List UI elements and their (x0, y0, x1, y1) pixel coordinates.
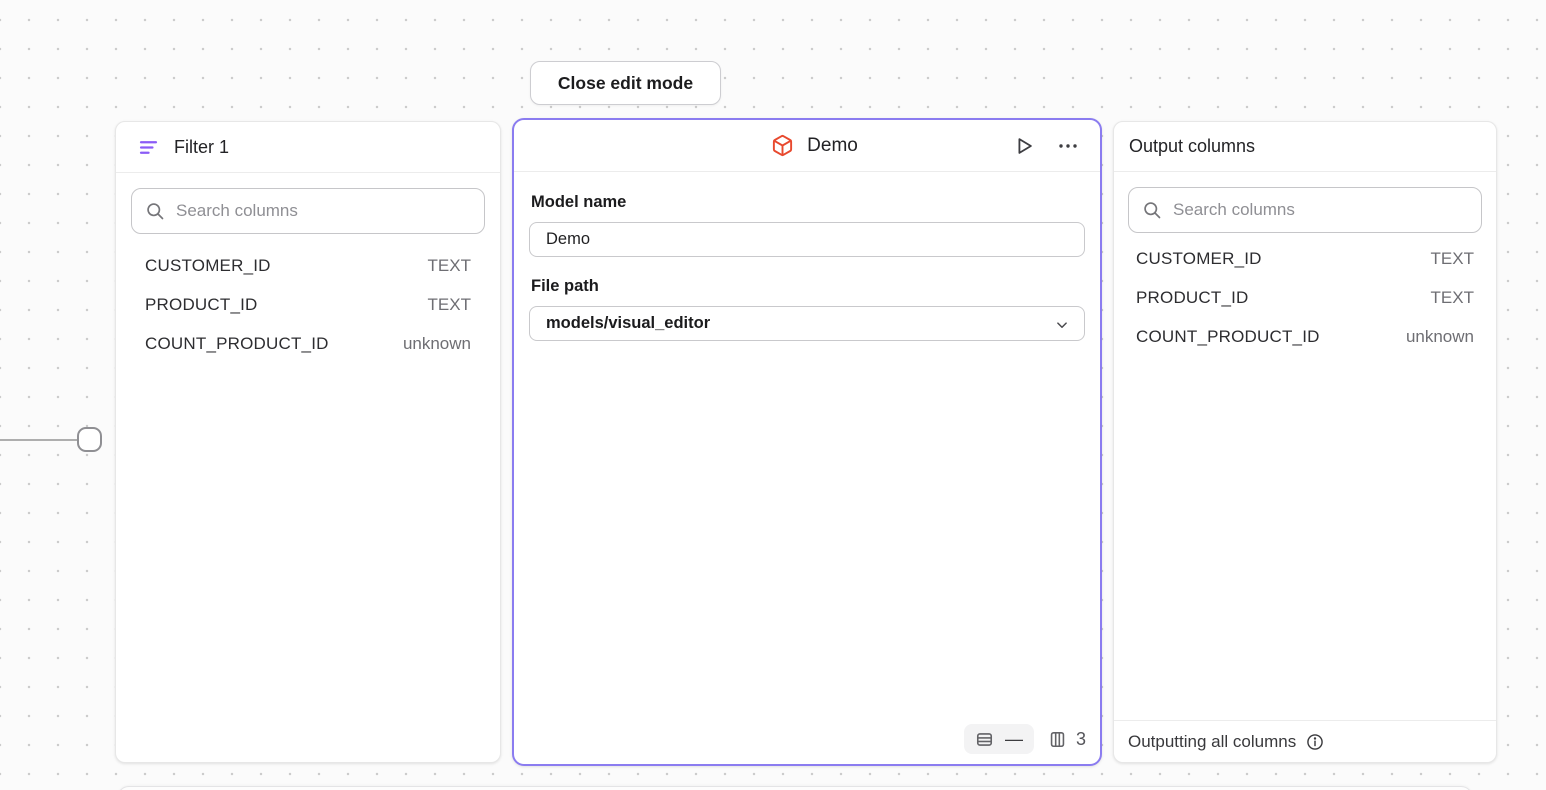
column-type: TEXT (427, 255, 471, 275)
file-path-value: models/visual_editor (546, 314, 711, 332)
table-columns-icon (1048, 730, 1067, 749)
output-footer-text: Outputting all columns (1128, 731, 1297, 751)
output-panel-body: CUSTOMER_ID TEXT PRODUCT_ID TEXT COUNT_P… (1114, 172, 1496, 371)
column-name: CUSTOMER_ID (1136, 248, 1262, 268)
play-icon (1013, 135, 1035, 157)
output-columns-panel: Output columns CUSTOMER_ID TEXT PRODUCT_… (1113, 121, 1497, 763)
filter-search-input[interactable] (131, 188, 485, 234)
filter-panel-header: Filter 1 (116, 122, 500, 173)
column-row[interactable]: PRODUCT_ID TEXT (131, 285, 485, 324)
file-path-select[interactable]: models/visual_editor (529, 306, 1085, 341)
results-panel-peek (117, 786, 1473, 790)
column-count-value: 3 (1075, 728, 1086, 749)
output-search (1128, 187, 1482, 233)
ellipsis-icon (1056, 134, 1080, 158)
column-type: TEXT (1430, 287, 1474, 307)
column-type: TEXT (427, 294, 471, 314)
info-icon[interactable] (1305, 732, 1325, 752)
column-name: COUNT_PRODUCT_ID (145, 333, 329, 353)
model-panel-title: Demo (807, 134, 858, 156)
column-row[interactable]: COUNT_PRODUCT_ID unknown (131, 324, 485, 363)
model-node-panel: Demo Model name File path (512, 118, 1102, 766)
table-rows-icon (975, 730, 994, 749)
column-name: COUNT_PRODUCT_ID (1136, 326, 1320, 346)
column-row[interactable]: PRODUCT_ID TEXT (1128, 278, 1482, 317)
model-panel-body: Model name File path models/visual_edito… (514, 172, 1100, 356)
run-button[interactable] (1011, 133, 1037, 159)
column-type: TEXT (1430, 248, 1474, 268)
output-panel-title: Output columns (1129, 136, 1256, 156)
column-type: unknown (1405, 326, 1474, 346)
model-cube-icon (771, 134, 794, 157)
column-name: CUSTOMER_ID (145, 255, 271, 275)
output-search-input[interactable] (1128, 187, 1482, 233)
column-count-badge[interactable]: 3 (1048, 729, 1086, 750)
filter-panel-title: Filter 1 (174, 136, 230, 157)
model-status-bar: — 3 (963, 724, 1086, 754)
connection-handle[interactable] (77, 427, 102, 452)
close-edit-mode-button[interactable]: Close edit mode (530, 61, 721, 105)
model-name-label: Model name (531, 193, 627, 211)
filter-node-panel: Filter 1 CUSTOMER_ID TEXT PRODUCT_ID TEX… (115, 121, 501, 763)
filter-icon (138, 137, 159, 158)
filter-panel-body: CUSTOMER_ID TEXT PRODUCT_ID TEXT COUNT_P… (116, 173, 500, 378)
filter-column-list: CUSTOMER_ID TEXT PRODUCT_ID TEXT COUNT_P… (131, 246, 485, 363)
file-path-label: File path (531, 277, 599, 295)
column-row[interactable]: CUSTOMER_ID TEXT (1128, 239, 1482, 278)
connection-edge (0, 439, 78, 441)
output-panel-footer: Outputting all columns (1114, 720, 1496, 762)
model-panel-header: Demo (514, 120, 1100, 172)
chevron-down-icon (1053, 316, 1071, 339)
output-panel-header: Output columns (1114, 122, 1496, 172)
model-name-input[interactable] (529, 222, 1085, 257)
row-count-badge[interactable]: — (963, 724, 1034, 754)
column-row[interactable]: CUSTOMER_ID TEXT (131, 246, 485, 285)
more-options-button[interactable] (1054, 132, 1082, 160)
model-title-group: Demo (685, 134, 858, 157)
row-count-value: — (1004, 729, 1023, 749)
model-actions (1011, 132, 1082, 160)
column-name: PRODUCT_ID (1136, 287, 1249, 307)
filter-search (131, 188, 485, 234)
output-column-list: CUSTOMER_ID TEXT PRODUCT_ID TEXT COUNT_P… (1128, 239, 1482, 356)
column-type: unknown (402, 333, 471, 353)
column-name: PRODUCT_ID (145, 294, 258, 314)
column-row[interactable]: COUNT_PRODUCT_ID unknown (1128, 317, 1482, 356)
